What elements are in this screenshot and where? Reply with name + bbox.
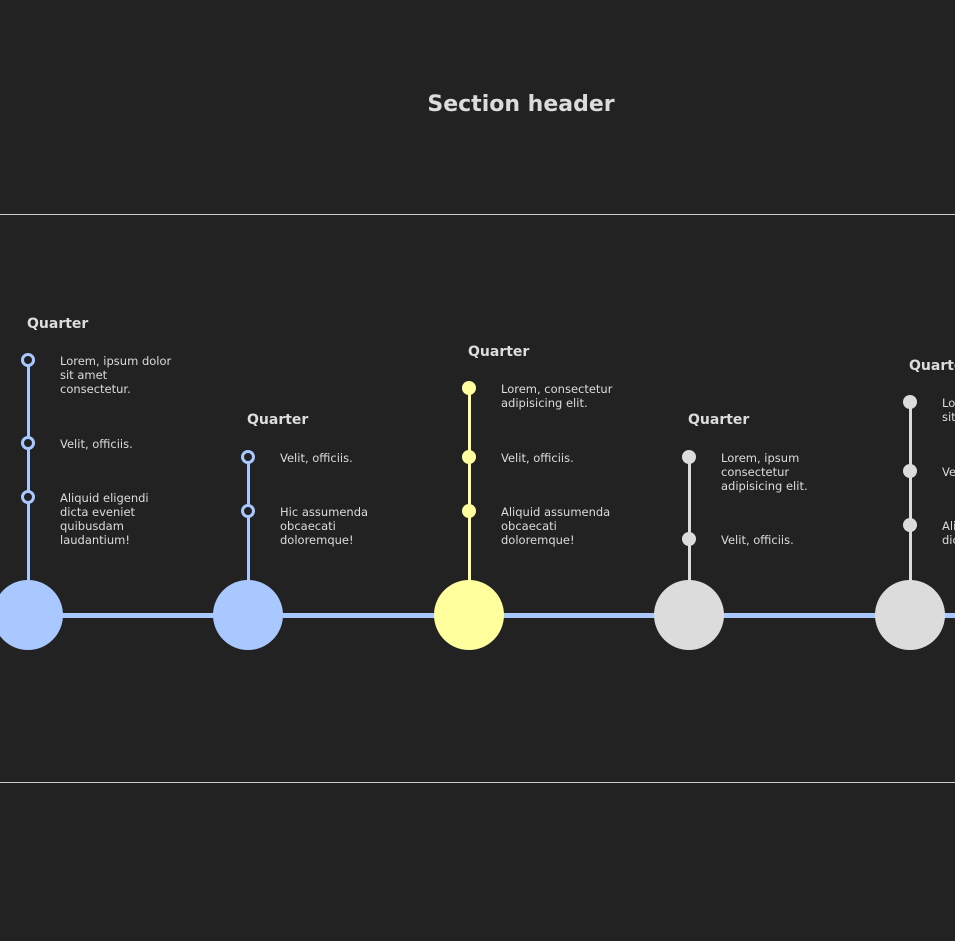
milestone-dot [462, 504, 476, 518]
milestone-dot [682, 532, 696, 546]
milestone-text: Velit, officiis. [942, 465, 955, 479]
milestone-dot [21, 353, 35, 367]
quarter-node[interactable] [875, 580, 945, 650]
quarter-title: Quarter [909, 358, 955, 374]
milestone-dot [21, 490, 35, 504]
top-divider [0, 214, 955, 215]
milestone-dot [682, 450, 696, 464]
milestone-dot [903, 464, 917, 478]
milestone-dot [462, 381, 476, 395]
milestone-text: Velit, officiis. [280, 451, 353, 465]
milestone-text: Lorem, consectetur adipisicing elit. [501, 382, 613, 410]
quarter-node[interactable] [434, 580, 504, 650]
quarter-node[interactable] [654, 580, 724, 650]
quarter-stem [26, 360, 30, 600]
bottom-divider [0, 782, 955, 783]
milestone-dot [241, 450, 255, 464]
milestone-text: Lorem, ipsum dolor sit amet. [942, 396, 955, 424]
quarter-node[interactable] [0, 580, 63, 650]
milestone-text: Lorem, ipsum consectetur adipisicing eli… [721, 451, 808, 493]
quarter-title: Quarter [27, 316, 89, 332]
milestone-dot [462, 450, 476, 464]
milestone-text: Lorem, ipsum dolor sit amet consectetur. [60, 354, 172, 396]
section-header: Section header [427, 92, 615, 117]
milestone-dot [21, 436, 35, 450]
quarter-title: Quarter [688, 412, 750, 428]
milestone-dot [903, 518, 917, 532]
quarter-stem [687, 457, 691, 600]
milestone-text: Velit, officiis. [501, 451, 574, 465]
milestone-text: Velit, officiis. [721, 533, 794, 547]
quarter-stem [908, 402, 912, 600]
milestone-text: Velit, officiis. [60, 437, 133, 451]
quarter-title: Quarter [247, 412, 309, 428]
milestone-dot [241, 504, 255, 518]
quarter-stem [246, 457, 250, 600]
quarter-title: Quarter [468, 344, 530, 360]
quarter-stem [467, 388, 471, 600]
milestone-text: Aliquid eligendi dicta eveniet quibusdam… [60, 491, 149, 547]
milestone-text: Aliquid eligendi dicta. [942, 519, 955, 547]
milestone-dot [903, 395, 917, 409]
milestone-text: Hic assumenda obcaecati doloremque! [280, 505, 369, 547]
quarter-node[interactable] [213, 580, 283, 650]
milestone-text: Aliquid assumenda obcaecati doloremque! [501, 505, 611, 547]
